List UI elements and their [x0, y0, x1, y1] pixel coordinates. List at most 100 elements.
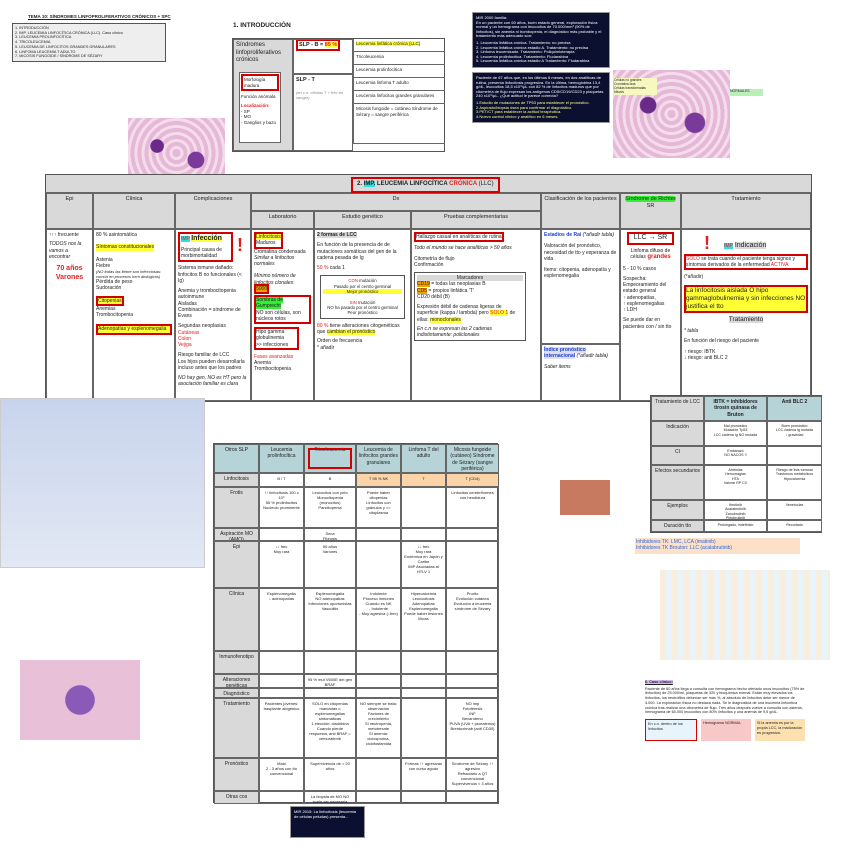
llc-title: 2. IMP. LEUCEMIA LINFOCÍTICA CRÓNICA (LL…: [351, 177, 500, 193]
otros-row-label: Alteraciones genéticas: [214, 674, 259, 688]
mir2-option: 4.Nuevo control clínico y analítico en 6…: [476, 113, 559, 119]
otros-cell: [259, 674, 304, 688]
otros-row-label: Linfocitosis: [214, 473, 259, 487]
otros-cell: Linfocitos cerebriformes con hendidura: [446, 487, 499, 528]
otros-row-label: Diagnóstico: [214, 688, 259, 698]
otros-cell: T: [401, 473, 446, 487]
otros-cell: Esplenomegalia NO adenopatías Infeccione…: [304, 588, 356, 651]
otros-cell: [401, 688, 446, 698]
intro-list-item: Tricoleucemia: [353, 52, 445, 65]
slp-b-pct: 85 %: [324, 42, 338, 48]
btk-pathway-diagram: [660, 570, 830, 660]
index-item[interactable]: 7. MICOSIS FUNGOIDE / SÍNDROME DE SÉZARY: [15, 54, 103, 59]
otros-cell: Síndrome de Sézary ↑↑ agresivo Refractar…: [446, 758, 499, 791]
otros-cell: [304, 651, 356, 674]
otros-row-label: Pronóstico: [214, 758, 259, 791]
intro-table: Síndromes linfoproliferativos crónicos M…: [232, 38, 445, 152]
normales-label: NORMALES: [730, 89, 763, 96]
otros-cell: [401, 674, 446, 688]
mir2-option: 3.PET/CT para establecer la actitud tera…: [476, 109, 562, 115]
otros-cell: [356, 541, 401, 588]
otros-cell: Hipercalcemia Leucocitosis Adenopatías E…: [401, 588, 446, 651]
tto-row-label: CI: [651, 446, 704, 465]
otros-row-label: Clínica: [214, 588, 259, 651]
caso-clinico: 6. Caso clínico: Paciente de 60 años lle…: [645, 680, 805, 830]
index-item[interactable]: 2. IMP. LEUCEMIA LINFOCÍTICA CRÓNICA (LL…: [15, 30, 123, 35]
mir1-title: MIR 2000 familia:: [476, 15, 508, 20]
clasificacion-cell: Estadios de Rai (*añadir tabla) Valoraci…: [541, 229, 620, 344]
mir-question-1: MIR 2000 familia:En un paciente con 60 a…: [472, 12, 610, 68]
tto-cell: Mal pronóstico Mutación Tp53 LCC cadena …: [704, 421, 767, 446]
exclamation-icon: !: [237, 235, 243, 255]
otros-cell: T (CD4): [446, 473, 499, 487]
index-item[interactable]: 3. LEUCEMIA PROLINFOCÍTICA: [15, 35, 72, 40]
otros-cell: ↓↓ frec Muy rara: [259, 541, 304, 588]
lymphocyte-image: [20, 660, 140, 740]
slpc-title: Síndromes linfoproliferativos crónicos: [236, 42, 282, 63]
intro-list-item: Leucemia linfocitos grandes granulares: [353, 91, 445, 104]
index-item[interactable]: 4. TRICOLEUCEMIA: [15, 40, 51, 45]
otros-row-label: Inmunofenotipo: [214, 651, 259, 674]
mir2-text: Paciente de 67 años que, en los últimos …: [476, 74, 604, 99]
col-dx: Dx: [251, 193, 541, 211]
otros-row-label: Frotis: [214, 487, 259, 528]
otros-header-cell: Leucemia prolinfocítica: [259, 444, 304, 473]
richter-cell: LLC → SR Linfoma difuso de células grand…: [620, 229, 681, 401]
otros-cell: [356, 528, 401, 541]
otros-cell: Formas ↑↑ agresivas con curso agudo: [401, 758, 446, 791]
otros-cell: Seca Fibrosis: [304, 528, 356, 541]
index-item[interactable]: 5. LEUCEMIA DE LINFOCITOS GRANDES GRANUL…: [15, 44, 116, 49]
tto-cell: Riesgo de lisis tumoral Trastornos metab…: [767, 465, 822, 500]
otros-cell: NO siempre se trata: observación Factore…: [356, 698, 401, 758]
otros-cell: B / T: [259, 473, 304, 487]
intro-list-item: Leucemia prolinfocítica: [353, 65, 445, 78]
slp-t-note: (en c.n: células T + frec en sangre): [296, 89, 344, 100]
caso-note: Hemograma NORMAL: [701, 719, 751, 742]
mir1-option: 4. Leucemia prolinfocítica. Tratamiento:…: [476, 53, 569, 59]
mir-questions: MIR 2000 familia:En un paciente con 60 a…: [472, 12, 610, 124]
otros-cell: [356, 791, 401, 804]
otros-cell: [401, 487, 446, 528]
otros-cell: [356, 758, 401, 791]
index-item[interactable]: 1. INTRODUCCIÓN: [15, 26, 49, 30]
localizacion: Localización:: [241, 102, 270, 108]
otros-cell: 95 % mut V600E del gen BRAF: [304, 674, 356, 688]
otros-cell: [446, 651, 499, 674]
skin-lesion-image: [560, 480, 610, 515]
caso-note: Si la anemia es por la propia LCC, la ma…: [755, 719, 805, 742]
mir2-option: 1.Estudio de mutaciones de TP53 para est…: [476, 99, 590, 105]
funcion: Función anómala: [241, 94, 276, 100]
intro-list: Leucemia linfática crónica (LLC)Tricoleu…: [353, 39, 445, 151]
mir1-option: 3. Linfoma leucemizado. Tratamiento: Pol…: [476, 49, 575, 55]
otros-cell: [401, 698, 446, 758]
otros-cell: Indolente Proceso inmunes Cuando es NK -…: [356, 588, 401, 651]
tto-cell: Buen pronóstico LCC cadena Ig mutada ↓ g…: [767, 421, 822, 446]
otros-cell: [446, 791, 499, 804]
otros-header-cell: Linfoma T del adulto: [401, 444, 446, 473]
tratamiento-cell: IMP Indicación ! SOLO se trata cuando el…: [681, 229, 811, 401]
col-complicaciones: Complicaciones: [175, 193, 251, 229]
otros-cell: Esplenomegalia ↓ adenopatías: [259, 588, 304, 651]
otros-row-label: Epi: [214, 541, 259, 588]
otros-header-cell: Tricoleucemia: [304, 444, 356, 473]
intro-list-item: Leucemia linfoma T adulto: [353, 78, 445, 91]
otros-row-label: Aspiración MO (AMO): [214, 528, 259, 541]
exclamation-icon: !: [704, 233, 710, 253]
llc-table: 2. IMP. LEUCEMIA LINFOCÍTICA CRÓNICA (LL…: [45, 174, 812, 402]
otros-row-label: Otras cos: [214, 791, 259, 804]
otros-cell: [259, 688, 304, 698]
otros-cell: La biopsia de MO NO suele ser necesaria: [304, 791, 356, 804]
col-pruebas: Pruebas complementarias: [411, 211, 541, 229]
otros-cell: ↓↓ frec Muy rara Endémica en Japón y Car…: [401, 541, 446, 588]
tto-header-cell: Anti BLC 2: [767, 396, 822, 421]
tto-cell: Recortado: [767, 520, 822, 532]
otros-cell: Malo 2 - 3 años con tto convencional: [259, 758, 304, 791]
index-item[interactable]: 6. LINFOMA LEUCEMIA T ADULTO: [15, 49, 76, 54]
tto-row-label: Indicación: [651, 421, 704, 446]
tto-header-cell: IBTK = inhibidores tirosin quinasa de Br…: [704, 396, 767, 421]
